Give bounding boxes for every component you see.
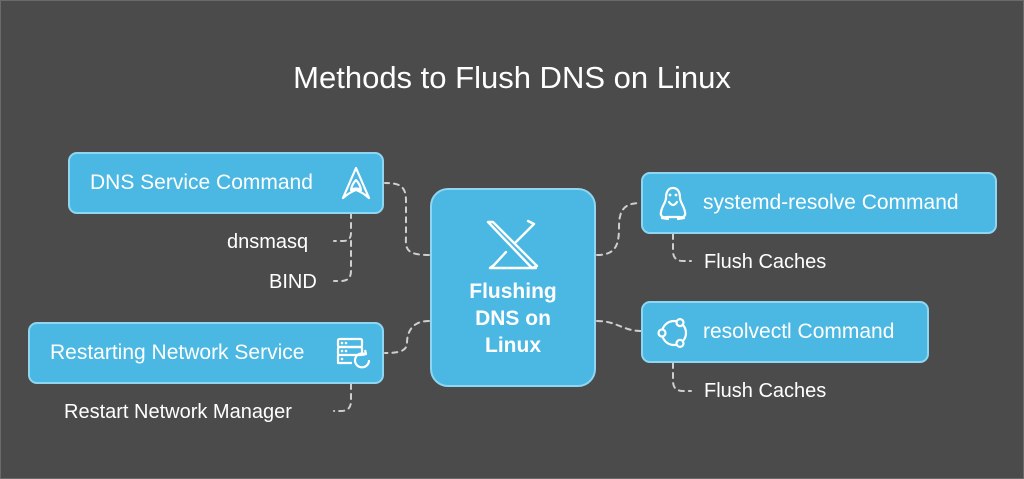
node-dns-service-command: DNS Service Command xyxy=(68,152,384,214)
arch-linux-icon xyxy=(341,166,371,200)
connector-resolvectl xyxy=(596,320,642,332)
connector-restart-network xyxy=(384,320,430,354)
network-cycle-icon xyxy=(657,317,688,348)
node-label: DNS Service Command xyxy=(90,171,313,194)
center-node-label: Flushing DNS on Linux xyxy=(469,280,557,357)
connector-systemd-resolve xyxy=(596,202,642,256)
sub-restart-network-manager: Restart Network Manager xyxy=(64,401,292,423)
diagram-title: Methods to Flush DNS on Linux xyxy=(293,60,731,95)
node-label: systemd-resolve Command xyxy=(703,191,959,214)
sub-dnsmasq: dnsmasq xyxy=(227,231,309,253)
sub-flush-caches-systemd: Flush Caches xyxy=(704,251,827,273)
connector-bind xyxy=(333,240,352,282)
connector-dnsmasq xyxy=(333,212,352,242)
sub-flush-caches-resolvectl: Flush Caches xyxy=(704,380,827,402)
server-restart-icon xyxy=(336,337,371,369)
node-systemd-resolve-command: systemd-resolve Command xyxy=(641,172,997,234)
connector-dns-service xyxy=(384,182,430,256)
tux-penguin-icon xyxy=(659,186,687,221)
node-label: resolvectl Command xyxy=(703,320,895,343)
connector-systemd-flush xyxy=(672,233,692,262)
node-restarting-network-service: Restarting Network Service xyxy=(28,322,384,384)
node-label: Restarting Network Service xyxy=(50,341,305,364)
node-resolvectl-command: resolvectl Command xyxy=(641,301,929,363)
linux-mint-x-icon xyxy=(486,219,539,270)
connector-restart-nm xyxy=(333,383,352,412)
sub-bind: BIND xyxy=(269,271,317,293)
center-node-flushing-dns: Flushing DNS on Linux xyxy=(430,188,596,387)
connector-resolvectl-flush xyxy=(672,362,692,392)
